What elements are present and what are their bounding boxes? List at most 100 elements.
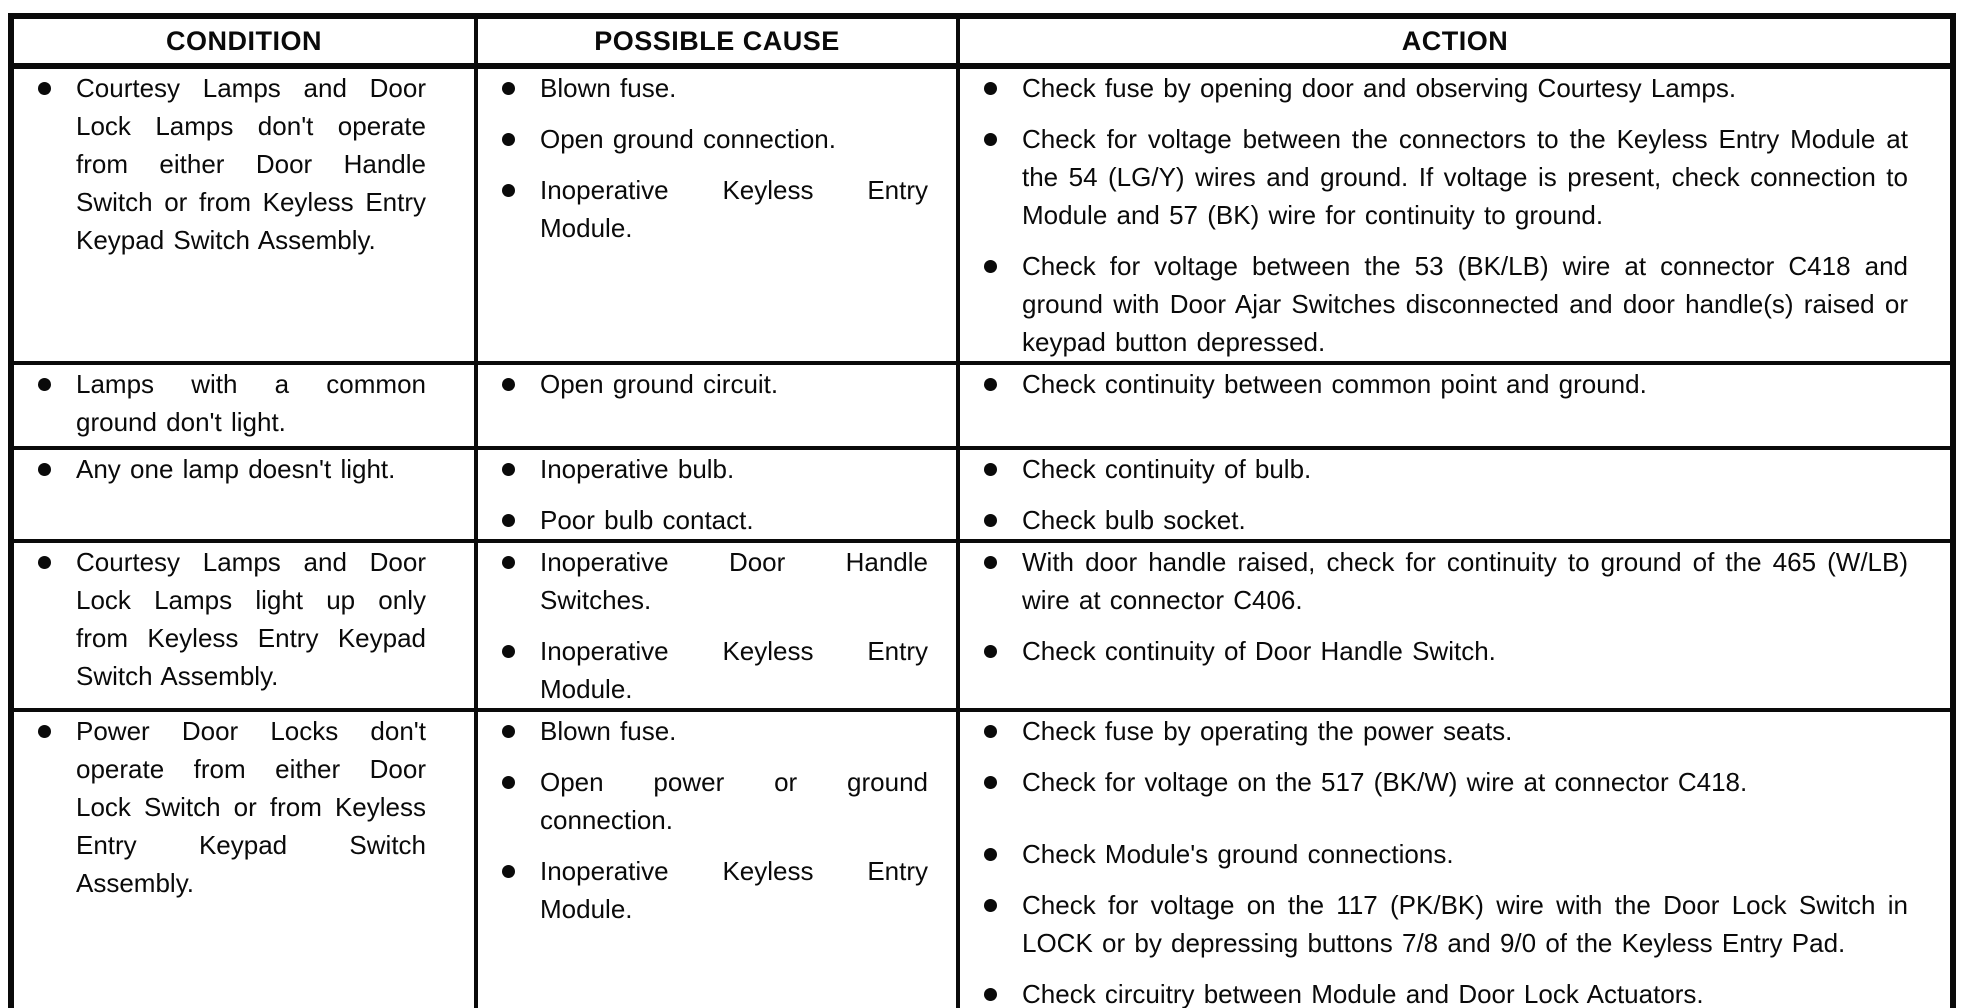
bullet-item: Any one lamp doesn't light. [14, 450, 474, 488]
action-list: Check fuse by opening door and observing… [960, 69, 1950, 361]
bullet-icon [502, 776, 515, 789]
bullet-icon [502, 133, 515, 146]
bullet-item: Check for voltage between the 53 (BK/LB)… [960, 247, 1950, 361]
bullet-icon [38, 82, 51, 95]
bullet-icon [502, 378, 515, 391]
item-text: Check bulb socket. [1022, 505, 1246, 535]
bullet-icon [502, 556, 515, 569]
possible-cause-cell: Inoperative Door Handle Switches.Inopera… [474, 539, 960, 712]
bullet-icon [502, 514, 515, 527]
column-header-possible-cause: POSSIBLE CAUSE [474, 14, 960, 69]
item-text: Lamps with a common ground don't light. [76, 369, 426, 437]
item-text: Power Door Locks don't operate from eith… [76, 716, 426, 898]
possible-cause-list: Open ground circuit. [478, 365, 956, 403]
condition-list: Courtesy Lamps and Door Lock Lamps light… [14, 543, 474, 695]
action-list: Check continuity between common point an… [960, 365, 1950, 403]
item-text: Open power or ground connection. [540, 767, 928, 835]
column-header-condition: CONDITION [9, 14, 478, 69]
bullet-icon [984, 988, 997, 1001]
condition-list: Any one lamp doesn't light. [14, 450, 474, 488]
bullet-icon [38, 378, 51, 391]
bullet-icon [502, 865, 515, 878]
bullet-item: Open ground circuit. [478, 365, 956, 403]
bullet-item: Check for voltage on the 517 (BK/W) wire… [960, 763, 1950, 801]
action-list: Check fuse by operating the power seats.… [960, 712, 1950, 1008]
column-header-action: ACTION [956, 14, 1955, 69]
item-text: With door handle raised, check for conti… [1022, 547, 1908, 615]
possible-cause-list: Inoperative Door Handle Switches.Inopera… [478, 543, 956, 708]
table-row: Power Door Locks don't operate from eith… [9, 708, 1955, 1008]
action-cell: Check continuity between common point an… [956, 361, 1955, 450]
item-text: Courtesy Lamps and Door Lock Lamps don't… [76, 73, 426, 255]
bullet-icon [38, 463, 51, 476]
table-row: Courtesy Lamps and Door Lock Lamps light… [9, 539, 1955, 712]
item-text: Check fuse by operating the power seats. [1022, 716, 1513, 746]
bullet-item: Open ground connection. [478, 120, 956, 158]
condition-cell: Courtesy Lamps and Door Lock Lamps don't… [9, 64, 478, 365]
possible-cause-list: Inoperative bulb. Poor bulb contact. [478, 450, 956, 539]
bullet-item: Check fuse by operating the power seats. [960, 712, 1950, 750]
condition-list: Courtesy Lamps and Door Lock Lamps don't… [14, 69, 474, 259]
possible-cause-cell: Open ground circuit. [474, 361, 960, 450]
bullet-icon [984, 556, 997, 569]
action-cell: With door handle raised, check for conti… [956, 539, 1955, 712]
item-text: Check continuity between common point an… [1022, 369, 1647, 399]
action-list: With door handle raised, check for conti… [960, 543, 1950, 670]
bullet-item: Check Module's ground connections. [960, 835, 1950, 873]
item-text: Check continuity of bulb. [1022, 454, 1312, 484]
condition-cell: Courtesy Lamps and Door Lock Lamps light… [9, 539, 478, 712]
action-cell: Check fuse by opening door and observing… [956, 64, 1955, 365]
condition-list: Lamps with a common ground don't light. [14, 365, 474, 441]
bullet-item: Check for voltage between the connectors… [960, 120, 1950, 234]
bullet-icon [984, 463, 997, 476]
item-text: Check for voltage between the 53 (BK/LB)… [1022, 251, 1908, 357]
bullet-item: With door handle raised, check for conti… [960, 543, 1950, 619]
possible-cause-cell: Blown fuse.Open ground connection.Inoper… [474, 64, 960, 365]
item-text: Inoperative bulb. [540, 454, 735, 484]
action-cell: Check continuity of bulb. Check bulb sock… [956, 446, 1955, 543]
item-text: Open ground circuit. [540, 369, 779, 399]
possible-cause-cell: Blown fuse. Open power or ground connecti… [474, 708, 960, 1008]
item-text: Check Module's ground connections. [1022, 839, 1454, 869]
bullet-icon [984, 725, 997, 738]
condition-list: Power Door Locks don't operate from eith… [14, 712, 474, 902]
item-text: Check circuitry between Module and Door … [1022, 979, 1704, 1008]
bullet-item: Power Door Locks don't operate from eith… [14, 712, 474, 902]
bullet-icon [502, 184, 515, 197]
bullet-item: Check continuity of bulb. [960, 450, 1950, 488]
bullet-icon [984, 776, 997, 789]
bullet-item: Inoperative Keyless Entry Module. [478, 171, 956, 247]
table-row: Courtesy Lamps and Door Lock Lamps don't… [9, 64, 1955, 365]
bullet-item: Blown fuse. [478, 712, 956, 750]
item-text: Inoperative Keyless Entry Module. [540, 175, 928, 243]
bullet-icon [38, 556, 51, 569]
bullet-icon [984, 899, 997, 912]
bullet-item: Poor bulb contact. [478, 501, 956, 539]
bullet-item: Check fuse by opening door and observing… [960, 69, 1950, 107]
bullet-item: Courtesy Lamps and Door Lock Lamps don't… [14, 69, 474, 259]
bullet-item: Inoperative bulb. [478, 450, 956, 488]
item-text: Check continuity of Door Handle Switch. [1022, 636, 1496, 666]
action-cell: Check fuse by operating the power seats.… [956, 708, 1955, 1008]
bullet-icon [502, 463, 515, 476]
bullet-item: Inoperative Keyless Entry Module. [478, 852, 956, 928]
bullet-item: Check bulb socket. [960, 501, 1950, 539]
item-text: Courtesy Lamps and Door Lock Lamps light… [76, 547, 426, 691]
table-row: Lamps with a common ground don't light. O… [9, 361, 1955, 450]
condition-cell: Lamps with a common ground don't light. [9, 361, 478, 450]
bullet-icon [984, 378, 997, 391]
bullet-item: Inoperative Door Handle Switches. [478, 543, 956, 619]
table-header: CONDITION POSSIBLE CAUSE ACTION [9, 14, 1955, 69]
bullet-item: Check continuity of Door Handle Switch. [960, 632, 1950, 670]
bullet-icon [502, 82, 515, 95]
possible-cause-list: Blown fuse.Open ground connection.Inoper… [478, 69, 956, 247]
possible-cause-list: Blown fuse. Open power or ground connecti… [478, 712, 956, 928]
item-text: Check for voltage on the 117 (PK/BK) wir… [1022, 890, 1908, 958]
item-text: Check for voltage between the connectors… [1022, 124, 1908, 230]
bullet-icon [984, 514, 997, 527]
header-row: CONDITION POSSIBLE CAUSE ACTION [9, 14, 1955, 69]
item-text: Inoperative Keyless Entry Module. [540, 856, 928, 924]
table-row: Any one lamp doesn't light.Inoperative b… [9, 446, 1955, 543]
bullet-item: Open power or ground connection. [478, 763, 956, 839]
possible-cause-cell: Inoperative bulb. Poor bulb contact. [474, 446, 960, 543]
